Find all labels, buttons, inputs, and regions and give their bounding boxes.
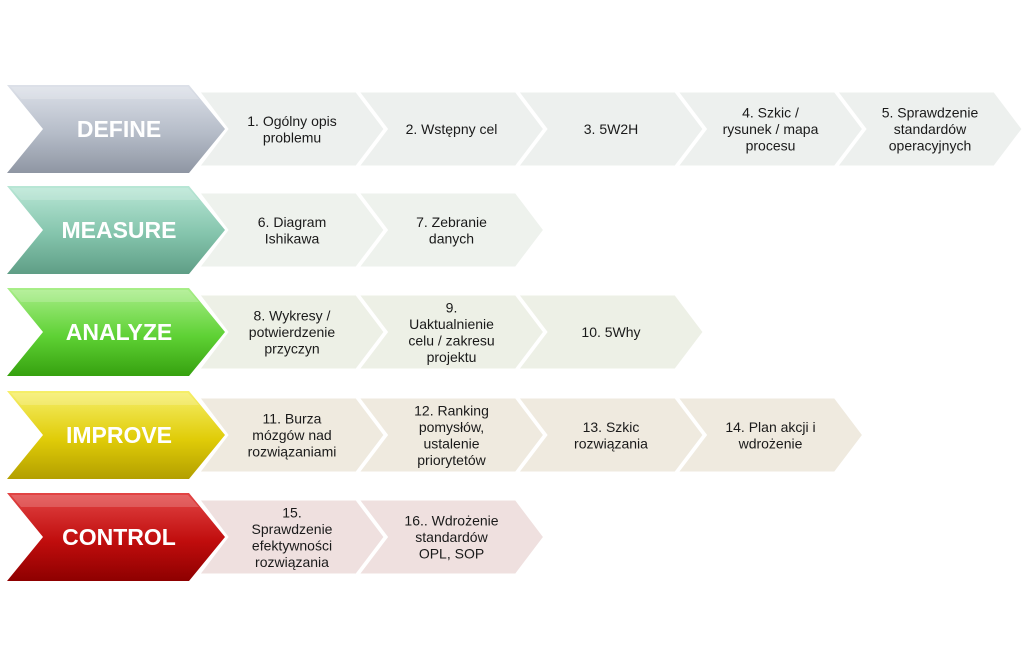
phase-label-improve: IMPROVE <box>66 422 172 448</box>
step-label-line: 7. Zebranie <box>416 214 487 230</box>
phase-label-define: DEFINE <box>77 116 161 142</box>
step-label-line: rozwiązania <box>255 554 329 570</box>
step-chevron-define-4 <box>677 91 864 167</box>
step-label-line: operacyjnych <box>889 138 972 154</box>
step-label-line: 5. Sprawdzenie <box>882 105 979 121</box>
step-label-line: 15. <box>282 504 301 520</box>
phase-chevron-measure <box>7 186 225 274</box>
step-label: 10. 5Why <box>581 324 640 340</box>
step-label-line: 3. 5W2H <box>584 121 638 137</box>
phase-chevron-highlight <box>11 87 199 99</box>
step-label-line: 10. 5Why <box>581 324 640 340</box>
step-chevron-improve-2 <box>358 397 545 473</box>
step-label-line: 4. Szkic / <box>742 105 799 121</box>
step-label-line: ustalenie <box>423 435 479 451</box>
step-label-line: OPL, SOP <box>419 546 484 562</box>
step-label-line: Uaktualnienie <box>409 316 494 332</box>
step-label-line: problemu <box>263 129 321 145</box>
step-label: 2. Wstępny cel <box>406 121 498 137</box>
phase-chevron-analyze <box>7 288 225 376</box>
step-chevron-improve-1 <box>198 397 385 473</box>
step-label-line: projektu <box>427 349 477 365</box>
step-chevron-improve-4 <box>677 397 864 473</box>
step-label-line: standardów <box>894 121 967 137</box>
step-label-line: mózgów nad <box>252 427 331 443</box>
phase-chevron-highlight <box>11 290 199 302</box>
step-label-line: Sprawdzenie <box>252 521 333 537</box>
phase-label-measure: MEASURE <box>61 217 176 243</box>
step-label-line: 11. Burza <box>263 411 322 427</box>
phase-chevron-highlight <box>11 188 199 200</box>
step-label-line: rysunek / mapa <box>723 121 819 137</box>
step-label-line: 14. Plan akcji i <box>725 419 815 435</box>
step-chevron-control-2 <box>358 499 545 575</box>
step-label-line: potwierdzenie <box>249 324 336 340</box>
step-label-line: 13. Szkic <box>583 419 640 435</box>
phase-chevron-define <box>7 85 225 173</box>
step-label-line: 2. Wstępny cel <box>406 121 498 137</box>
phase-chevron-highlight <box>11 495 199 507</box>
step-chevron-define-3 <box>517 91 704 167</box>
phase-label-control: CONTROL <box>62 524 176 550</box>
step-label-line: 9. <box>446 299 458 315</box>
step-label-line: pomysłów, <box>419 419 484 435</box>
step-chevron-define-2 <box>358 91 545 167</box>
step-chevron-analyze-1 <box>198 294 385 370</box>
step-chevron-measure-1 <box>198 192 385 268</box>
step-chevron-analyze-2 <box>358 294 545 370</box>
step-label-line: 12. Ranking <box>414 402 489 418</box>
phase-chevron-control <box>7 493 225 581</box>
step-chevron-measure-2 <box>358 192 545 268</box>
step-label-line: efektywności <box>252 537 332 553</box>
step-label-line: priorytetów <box>417 452 486 468</box>
step-label-line: 16.. Wdrożenie <box>404 513 498 529</box>
step-label-line: standardów <box>415 529 488 545</box>
phase-chevron-improve <box>7 391 225 479</box>
step-label-line: 8. Wykresy / <box>254 308 331 324</box>
step-label-line: przyczyn <box>264 341 319 357</box>
step-label-line: Ishikawa <box>265 230 320 246</box>
step-label-line: wdrożenie <box>738 435 803 451</box>
phase-label-analyze: ANALYZE <box>66 319 173 345</box>
step-chevron-improve-3 <box>517 397 704 473</box>
step-chevron-control-1 <box>198 499 385 575</box>
step-label-line: 6. Diagram <box>258 214 326 230</box>
step-chevron-define-5 <box>836 91 1023 167</box>
step-label: 3. 5W2H <box>584 121 638 137</box>
step-chevron-analyze-3 <box>517 294 704 370</box>
step-label-line: 1. Ogólny opis <box>247 113 337 129</box>
step-label-line: rozwiązania <box>574 435 648 451</box>
phase-chevron-highlight <box>11 393 199 405</box>
step-label-line: danych <box>429 230 474 246</box>
step-label-line: rozwiązaniami <box>248 444 337 460</box>
step-label-line: celu / zakresu <box>408 332 494 348</box>
step-chevron-define-1 <box>198 91 385 167</box>
step-label-line: procesu <box>746 138 796 154</box>
